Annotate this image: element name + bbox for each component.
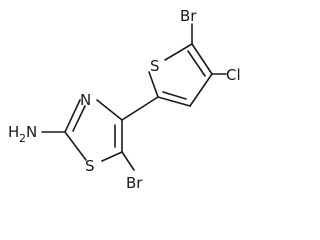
- atom-label-n-amine: N: [26, 123, 37, 141]
- structure-canvas: Br S Cl N H 2 N S Br: [8, 7, 241, 192]
- bond-c2-c3-thiophene: [191, 43, 213, 75]
- atom-label-s-thiophene: S: [150, 57, 160, 75]
- amine-group-label: H 2 N: [8, 123, 37, 145]
- bond-thiophene-thiazole: [121, 96, 159, 121]
- bond-c3-c4-thiophene: [189, 73, 213, 107]
- thiazole-ring: [64, 99, 123, 162]
- atom-label-h: H: [8, 123, 19, 141]
- molecule-structure: Br S Cl N H 2 N S Br: [8, 7, 241, 192]
- bond-n-c2-thiazole: [64, 99, 81, 133]
- atom-label-subscript-2: 2: [19, 132, 26, 145]
- bond-c5-br: [121, 151, 135, 171]
- atom-label-br-thiazole: Br: [126, 174, 143, 192]
- bond-c2-s-thiazole: [64, 131, 87, 161]
- atom-label-s-thiazole: S: [85, 157, 95, 175]
- atom-label-br-thiophene: Br: [180, 7, 197, 25]
- bond-c4-n-thiazole: [96, 99, 123, 121]
- bond-c4-c5-thiophene: [157, 96, 191, 107]
- bond-s-c5-thiazole: [101, 151, 123, 162]
- atom-label-cl: Cl: [226, 66, 241, 84]
- bond-c4-c5-thiophene-inner: [162, 91, 187, 100]
- bond-c2-c3-thiophene-inner: [187, 50, 206, 77]
- bond-c5-s-thiophene: [148, 71, 159, 98]
- atom-label-n-thiazole: N: [80, 91, 91, 109]
- thiophene-ring: [148, 43, 213, 107]
- bond-s-c2-thiophene: [164, 43, 193, 61]
- bond-n-c2-thiazole-inner: [72, 105, 86, 132]
